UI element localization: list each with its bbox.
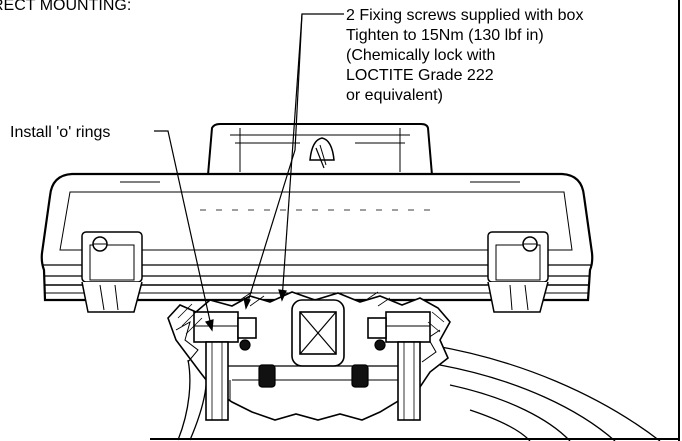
right-fixing-screw xyxy=(367,311,431,421)
callout-line-2: Tighten to 15Nm (130 lbf in) xyxy=(346,27,544,44)
top-cap xyxy=(206,123,434,176)
fixing-screws-callout: 2 Fixing screws supplied with box Tighte… xyxy=(346,7,583,104)
pipe-elbow xyxy=(177,344,661,441)
right-latch xyxy=(487,231,549,313)
fitting-hatching xyxy=(177,291,445,335)
callout-line-5: or equivalent) xyxy=(346,87,443,104)
o-rings xyxy=(239,339,386,388)
callout-line-1: 2 Fixing screws supplied with box xyxy=(346,7,583,24)
left-fixing-screw xyxy=(193,311,257,421)
left-latch xyxy=(81,231,143,313)
callout-line-3: (Chemically lock with xyxy=(346,47,495,64)
leader-fixing-screws xyxy=(243,13,344,310)
header-text: RECT MOUNTING: xyxy=(0,0,131,14)
o-rings-callout: Install 'o' rings xyxy=(10,124,110,141)
leader-o-rings xyxy=(154,130,214,332)
callout-line-4: LOCTITE Grade 222 xyxy=(346,67,494,84)
